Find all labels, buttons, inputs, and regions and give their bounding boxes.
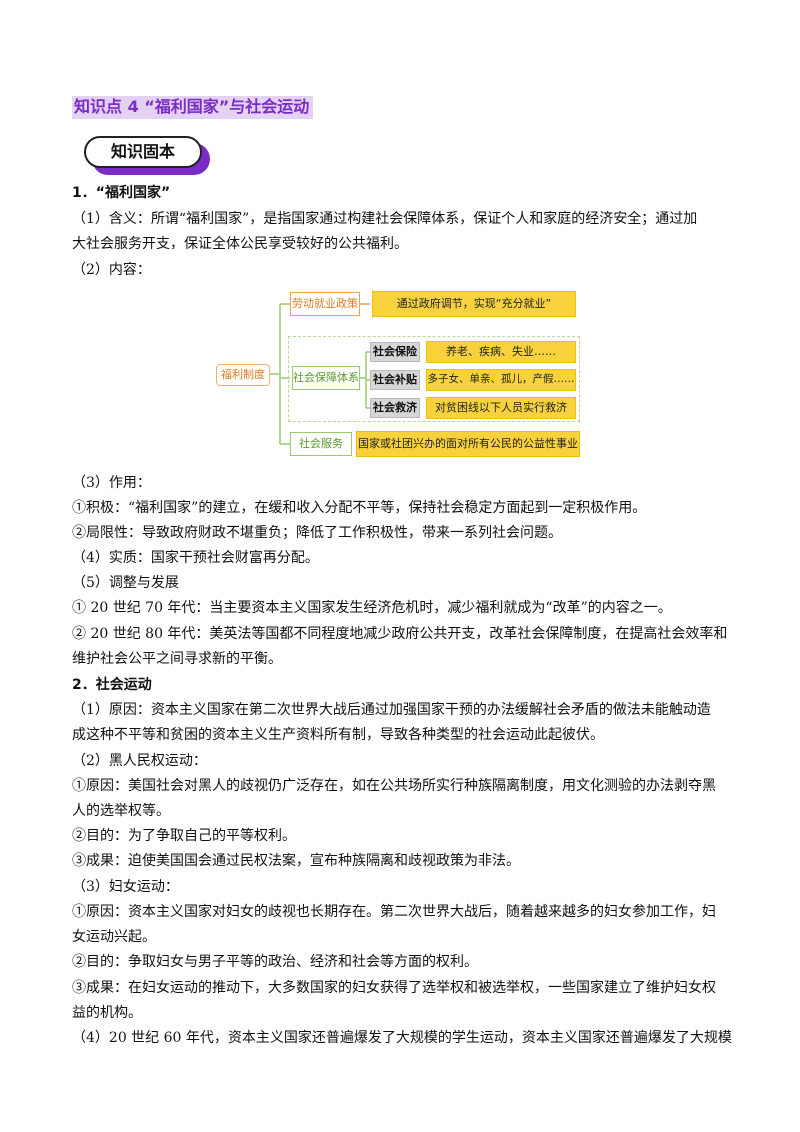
text-line: ②目的：为了争取自己的平等权利。 [72, 828, 296, 844]
text-line: ③成果：在妇女运动的推动下，大多数国家的妇女获得了选举权和被选举权，一些国家建立… [72, 980, 716, 996]
sub-social-subsidy: 社会补贴 [370, 370, 420, 390]
social-subsidy-desc: 多子女、单亲、孤儿，产假…… [426, 369, 576, 391]
sub-social-relief: 社会救济 [370, 398, 420, 418]
subheading-social-movements: 2．社会运动 [72, 677, 152, 693]
root-welfare-system: 福利制度 [216, 364, 270, 386]
branch-employment-policy: 劳动就业政策 [290, 292, 360, 316]
welfare-diagram: 福利制度 劳动就业政策 通过政府调节，实现“充分就业” 社会保障体系 社会保险 … [216, 286, 586, 466]
social-security-group [288, 336, 580, 422]
badge-label: 知识固本 [84, 136, 202, 168]
text-line: （1）含义：所谓“福利国家”，是指国家通过构建社会保障体系，保证个人和家庭的经济… [72, 211, 698, 227]
text-line: ② 20 世纪 80 年代：美英法等国都不同程度地减少政府公共开支，改革社会保障… [72, 626, 728, 642]
text-line: （4）20 世纪 60 年代，资本主义国家还普遍爆发了大规模的学生运动，资本主义… [72, 1030, 732, 1046]
text-line: （2）内容： [72, 262, 151, 278]
knowledge-badge: 知识固本 [84, 136, 212, 176]
text-line: 大社会服务开支，保证全体公民享受较好的公共福利。 [72, 236, 408, 252]
social-relief-desc: 对贫困线以下人员实行救济 [426, 397, 576, 419]
text-line: （1）原因：资本主义国家在第二次世界大战后通过加强国家干预的办法缓解社会矛盾的做… [72, 702, 711, 718]
text-line: ①原因：资本主义国家对妇女的歧视也长期存在。第二次世界大战后，随着越来越多的妇女… [72, 904, 716, 920]
text-line: ①积极：“福利国家”的建立，在缓和收入分配不平等，保持社会稳定方面起到一定积极作… [72, 500, 647, 516]
text-line: （3）作用： [72, 475, 151, 491]
social-services-desc: 国家或社团兴办的面对所有公民的公益性事业 [356, 431, 580, 457]
text-line: 维护社会公平之间寻求新的平衡。 [72, 651, 282, 667]
text-line: ②局限性：导致政府财政不堪重负；降低了工作积极性，带来一系列社会问题。 [72, 525, 562, 541]
diagram-connectors [268, 303, 370, 445]
branch-social-security: 社会保障体系 [292, 366, 360, 390]
text-line: ②目的：争取妇女与男子平等的政治、经济和社会等方面的权利。 [72, 954, 478, 970]
text-line: ① 20 世纪 70 年代：当主要资本主义国家发生经济危机时，减少福利就成为“改… [72, 600, 672, 616]
text-line: ③成果：迫使美国国会通过民权法案，宣布种族隔离和歧视政策为非法。 [72, 853, 520, 869]
text-line: 益的机构。 [72, 1005, 142, 1021]
text-line: （5）调整与发展 [72, 575, 179, 591]
text-line: （3）妇女运动： [72, 879, 179, 895]
section-title: 知识点 4 “福利国家”与社会运动 [72, 96, 314, 119]
text-line: 女运动兴起。 [72, 929, 156, 945]
subheading-welfare-state: 1．“福利国家” [72, 185, 171, 201]
branch-social-services: 社会服务 [290, 432, 352, 456]
text-line: ①原因：美国社会对黑人的歧视仍广泛存在，如在公共场所实行种族隔离制度，用文化测验… [72, 778, 716, 794]
sub-social-insurance: 社会保险 [370, 342, 420, 362]
text-line: （4）实质：国家干预社会财富再分配。 [72, 550, 319, 566]
employment-description: 通过政府调节，实现“充分就业” [372, 291, 576, 317]
social-insurance-desc: 养老、疾病、失业…… [426, 341, 576, 363]
text-line: 成这种不平等和贫困的资本主义生产资料所有制，导致各种类型的社会运动此起彼伏。 [72, 727, 604, 743]
text-line: 人的选举权等。 [72, 803, 170, 819]
text-line: （2）黑人民权运动： [72, 753, 207, 769]
